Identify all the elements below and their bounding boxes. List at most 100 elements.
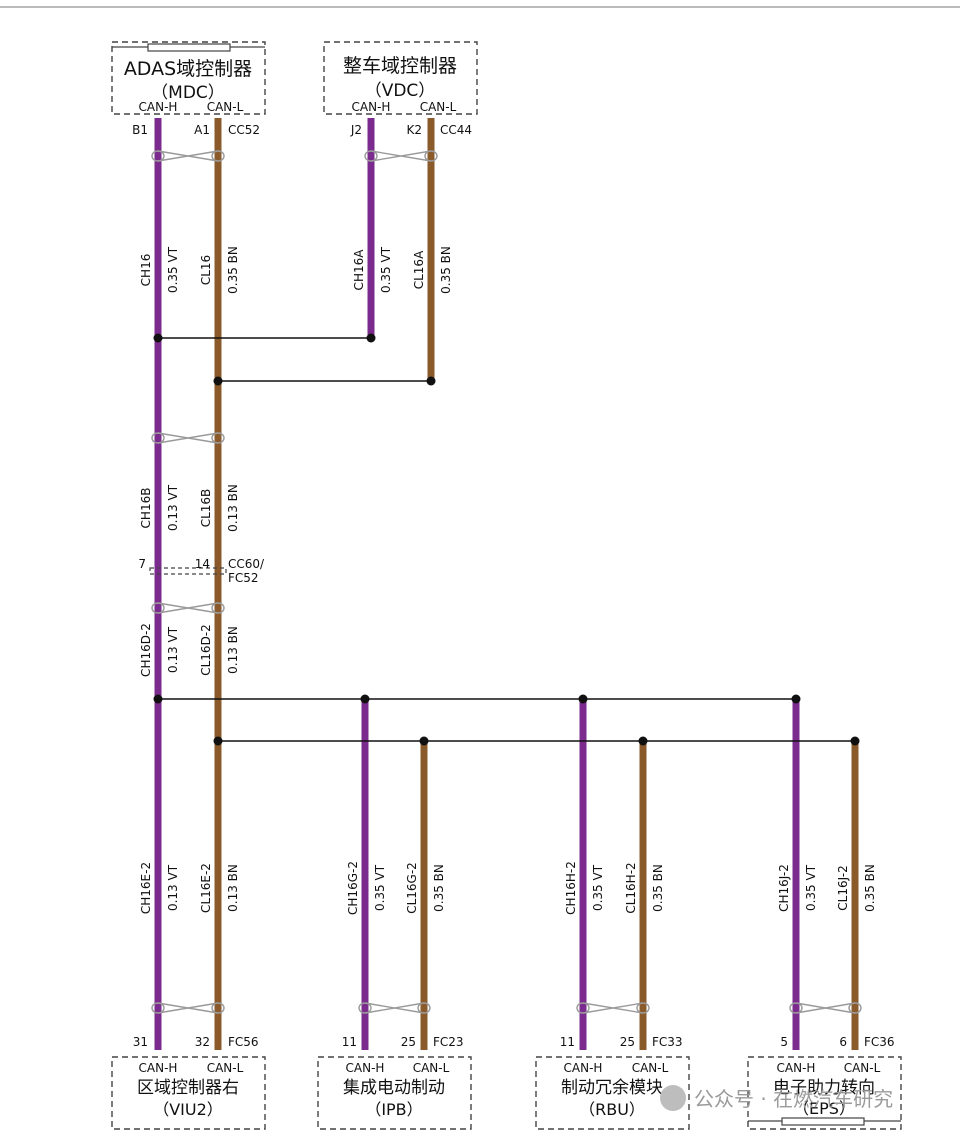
module-frame <box>747 1056 902 1130</box>
splice-dot <box>426 376 436 386</box>
module-name: 电子助力转向 <box>773 1078 875 1098</box>
module-frame <box>111 1056 266 1130</box>
splice-dot <box>578 694 588 704</box>
resistor-icon <box>147 43 231 52</box>
module-code: （EPS） <box>793 1099 855 1118</box>
splice-dots <box>153 333 860 746</box>
splice-dot <box>360 694 370 704</box>
wire-spec: 0.13 VT <box>166 626 180 673</box>
module-viu2: 31 32 FC56 CAN-H CAN-L 区域控制器右 （VIU2） <box>111 1035 266 1130</box>
connector-id: CC52 <box>228 123 260 137</box>
wire-id: CH16D-2 <box>139 623 153 677</box>
wires <box>154 118 859 1050</box>
splice-dot <box>419 736 429 746</box>
wire-id: CH16 <box>139 254 153 287</box>
pin-l: 25 <box>401 1035 416 1049</box>
inline-conn-a: CC60/ <box>228 557 265 571</box>
wire-id: CL16A <box>412 250 426 289</box>
wire-spec: 0.13 BN <box>226 626 240 674</box>
wire-spec: 0.13 BN <box>226 864 240 912</box>
connector-id: FC33 <box>652 1035 683 1049</box>
wire-spec: 0.13 VT <box>166 864 180 911</box>
can-l-label: CAN-L <box>413 1061 450 1075</box>
wire-id: CL16G-2 <box>405 862 419 914</box>
splice-lines <box>158 337 855 742</box>
wire-spec: 0.35 BN <box>863 864 877 912</box>
inline-pin-h: 7 <box>138 557 146 571</box>
can-l-label: CAN-L <box>420 100 457 114</box>
wire-id: CL16H-2 <box>624 862 638 913</box>
can-h-label: CAN-H <box>346 1061 385 1075</box>
module-eps: 5 6 FC36 CAN-H CAN-L 电子助力转向 （EPS） <box>747 1035 902 1130</box>
watermark: 公众号 · 在燃汽车研究 <box>660 1083 893 1112</box>
can-l-label: CAN-L <box>207 1061 244 1075</box>
wire-spec: 0.35 VT <box>166 246 180 293</box>
wire-spec: 0.35 BN <box>226 246 240 294</box>
can-l-label: CAN-L <box>844 1061 881 1075</box>
module-code: （VIU2） <box>153 1100 223 1119</box>
pin-h: 11 <box>560 1035 575 1049</box>
splice-dot <box>850 736 860 746</box>
connector-id: FC56 <box>228 1035 259 1049</box>
wire-spec: 0.35 BN <box>439 246 453 294</box>
twisted-pair-symbols <box>151 150 862 1014</box>
twist-symbol-icon <box>151 1002 225 1014</box>
splice-dot <box>791 694 801 704</box>
pin-h: 11 <box>342 1035 357 1049</box>
wire-id: CL16D-2 <box>199 624 213 676</box>
wire-id: CH16H-2 <box>564 861 578 915</box>
module-name: ADAS域控制器 <box>124 58 252 80</box>
module-name: 整车域控制器 <box>343 55 457 77</box>
inline-conn-b: FC52 <box>228 571 259 585</box>
can-h-label: CAN-H <box>139 100 178 114</box>
pin-l: 6 <box>839 1035 847 1049</box>
pin-l: K2 <box>406 123 422 137</box>
wire-id: CL16B <box>199 489 213 528</box>
pin-l: A1 <box>194 123 210 137</box>
twist-symbol-icon <box>151 602 225 614</box>
inline-pin-l: 14 <box>195 557 210 571</box>
pin-l: 32 <box>195 1035 210 1049</box>
module-mdc: ADAS域控制器 （MDC） CAN-H CAN-L B1 A1 CC52 <box>111 41 266 137</box>
module-name: 区域控制器右 <box>137 1078 239 1098</box>
splice-dot <box>213 376 223 386</box>
pin-h: J2 <box>350 123 362 137</box>
splice-dot <box>153 694 163 704</box>
module-ipb: 11 25 FC23 CAN-H CAN-L 集成电动制动 （IPB） <box>317 1035 472 1130</box>
wire-spec: 0.35 VT <box>804 864 818 911</box>
wire-spec: 0.35 VT <box>379 246 393 293</box>
module-frame <box>323 41 478 115</box>
can-h-label: CAN-H <box>139 1061 178 1075</box>
module-frame <box>535 1056 690 1130</box>
wire-spec: 0.13 VT <box>166 484 180 531</box>
module-code: （IPB） <box>365 1100 422 1119</box>
can-h-label: CAN-H <box>777 1061 816 1075</box>
pin-l: 25 <box>620 1035 635 1049</box>
module-frame <box>111 41 266 115</box>
pin-h: B1 <box>132 123 148 137</box>
connector-id: FC36 <box>864 1035 895 1049</box>
twist-symbol-icon <box>789 1002 862 1014</box>
watermark-text: 公众号 · 在燃汽车研究 <box>694 1087 894 1111</box>
twist-symbol-icon <box>151 432 225 444</box>
wire-spec: 0.35 BN <box>432 864 446 912</box>
can-h-label: CAN-H <box>352 100 391 114</box>
module-vdc: 整车域控制器 （VDC） CAN-H CAN-L J2 K2 CC44 <box>323 41 478 137</box>
wire-spec: 0.35 VT <box>373 864 387 911</box>
module-name: 制动冗余模块 <box>561 1078 663 1098</box>
can-l-label: CAN-L <box>207 100 244 114</box>
connector-id: CC44 <box>440 123 472 137</box>
connector-id: FC23 <box>433 1035 464 1049</box>
module-code: （RBU） <box>579 1100 645 1119</box>
wire-spec: 0.35 BN <box>651 864 665 912</box>
resistor-icon <box>781 1117 865 1126</box>
twist-symbol-icon <box>576 1002 650 1014</box>
twist-symbol-icon <box>358 1002 431 1014</box>
wire-spec: 0.35 VT <box>591 864 605 911</box>
module-rbu: 11 25 FC33 CAN-H CAN-L 制动冗余模块 （RBU） <box>535 1035 690 1130</box>
wechat-logo-icon <box>660 1084 686 1111</box>
wire-id: CH16B <box>139 488 153 529</box>
wire-id: CH16A <box>352 249 366 291</box>
